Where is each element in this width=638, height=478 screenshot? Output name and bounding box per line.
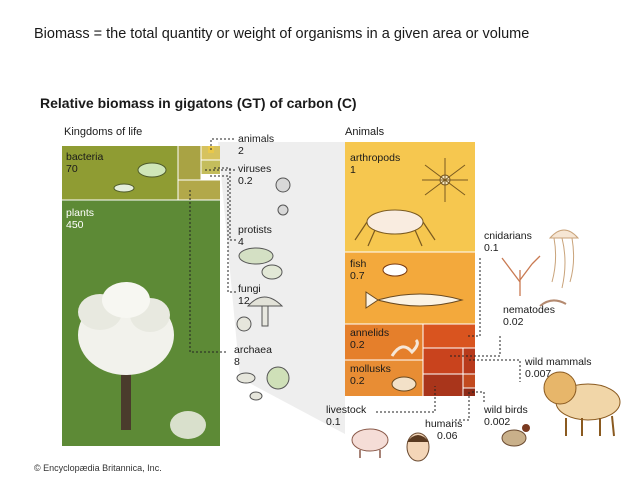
wild-mammals-label: wild mammals bbox=[525, 356, 592, 368]
fish-value: 0.7 bbox=[350, 270, 365, 282]
bird-icon bbox=[501, 424, 530, 447]
human-icon bbox=[406, 432, 430, 462]
animals-heading: Animals bbox=[345, 126, 385, 138]
archaea-value: 8 bbox=[234, 356, 240, 368]
wild-birds-value: 0.002 bbox=[484, 416, 511, 428]
nematodes-cell bbox=[423, 348, 463, 374]
nematodes-label: nematodes bbox=[503, 304, 555, 316]
viruses-value: 0.2 bbox=[238, 175, 253, 187]
protists-cell bbox=[201, 160, 220, 174]
fish-icon bbox=[365, 291, 464, 309]
livestock-value: 0.1 bbox=[326, 416, 341, 428]
plants-label: plants bbox=[66, 207, 95, 219]
cnidarians-label: cnidarians bbox=[484, 230, 532, 242]
nematode-icon bbox=[539, 299, 567, 307]
livestock-cell bbox=[423, 374, 463, 396]
plants-value: 450 bbox=[66, 219, 84, 231]
jellyfish-icon bbox=[548, 229, 580, 289]
mollusks-value: 0.2 bbox=[350, 375, 365, 387]
arthropods-label: arthropods bbox=[350, 152, 401, 164]
fungi-value: 12 bbox=[238, 295, 250, 307]
archaea-icon bbox=[266, 366, 290, 390]
archaea-cell bbox=[178, 146, 201, 180]
animals-kingdom-value: 2 bbox=[238, 145, 244, 157]
protist-icon bbox=[238, 247, 274, 265]
mushroom-icon bbox=[246, 296, 284, 327]
livestock-label: livestock bbox=[326, 404, 367, 416]
humans-cell bbox=[463, 374, 475, 388]
virus-icon bbox=[275, 177, 291, 193]
virus-icon bbox=[277, 204, 289, 216]
protist-icon bbox=[261, 264, 283, 280]
lion-icon bbox=[543, 371, 621, 437]
mollusks-label: mollusks bbox=[350, 363, 391, 375]
archaea-label: archaea bbox=[234, 344, 272, 356]
nematodes-value: 0.02 bbox=[503, 316, 524, 328]
arthropods-value: 1 bbox=[350, 164, 356, 176]
annelids-value: 0.2 bbox=[350, 339, 365, 351]
slide-title: Biomass = the total quantity or weight o… bbox=[34, 26, 530, 42]
cnidarians-value: 0.1 bbox=[484, 242, 499, 254]
fish-label: fish bbox=[350, 258, 367, 270]
annelids-cell bbox=[345, 324, 423, 360]
shrub-icon bbox=[170, 411, 206, 439]
wild-mammals-cell bbox=[463, 348, 475, 374]
tree-icon bbox=[78, 282, 174, 430]
cnidarians-cell bbox=[423, 324, 475, 348]
protists-label: protists bbox=[238, 224, 272, 236]
mushroom-icon bbox=[236, 316, 252, 332]
snail-icon bbox=[391, 376, 417, 392]
bacterium-icon bbox=[113, 162, 167, 193]
fungi-label: fungi bbox=[238, 283, 261, 295]
protists-value: 4 bbox=[238, 236, 244, 248]
annelids-label: annelids bbox=[350, 327, 390, 339]
archaea-icon bbox=[249, 391, 263, 401]
figure-title: Relative biomass in gigatons (GT) of car… bbox=[40, 95, 357, 111]
worm-icon bbox=[390, 338, 419, 357]
crab-icon bbox=[354, 209, 436, 247]
copyright: © Encyclopædia Britannica, Inc. bbox=[34, 463, 162, 473]
wild-birds-label: wild birds bbox=[484, 404, 528, 416]
animals-kingdom-label: animals bbox=[238, 133, 275, 145]
archaea-icon bbox=[236, 372, 256, 384]
viruses-cell bbox=[178, 180, 220, 200]
bacteria-value: 70 bbox=[66, 163, 78, 175]
humans-label: humans bbox=[425, 418, 463, 430]
arthropods-cell bbox=[345, 142, 475, 252]
fish-cell bbox=[345, 252, 475, 324]
clownfish-icon bbox=[382, 263, 408, 277]
humans-value: 0.06 bbox=[437, 430, 458, 442]
viruses-label: viruses bbox=[238, 163, 272, 175]
wild-mammals-value: 0.007 bbox=[525, 368, 552, 380]
kingdoms-heading: Kingdoms of life bbox=[64, 126, 143, 138]
spider-icon bbox=[422, 158, 468, 202]
coral-icon bbox=[501, 255, 541, 296]
zoom-wedge bbox=[218, 142, 345, 434]
pig-icon bbox=[351, 428, 389, 458]
bacteria-label: bacteria bbox=[66, 151, 104, 163]
